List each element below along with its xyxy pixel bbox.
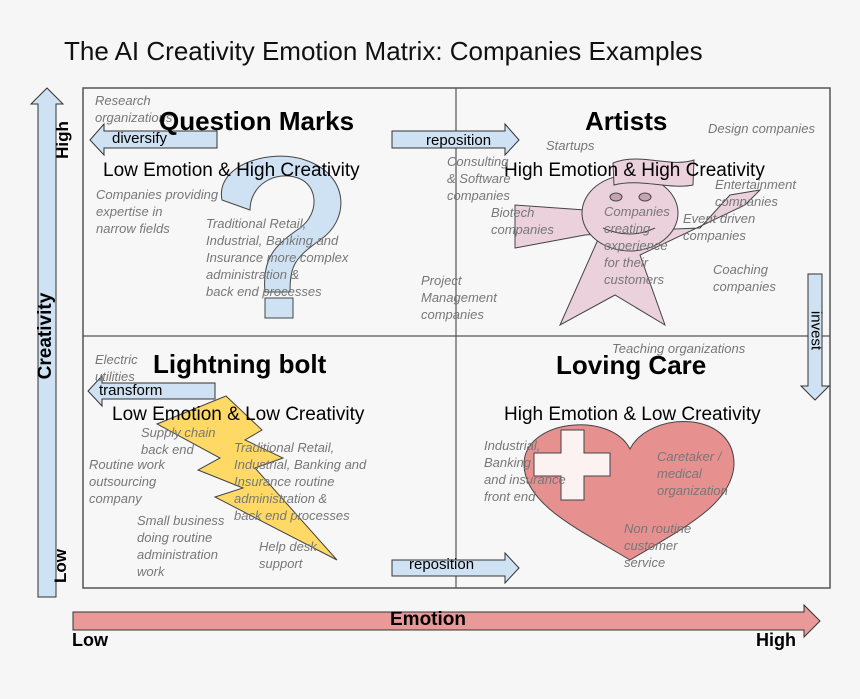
note-project-management: Project Management companies [421, 273, 497, 322]
note-traditional-routine: Traditional Retail, Industrial, Banking … [234, 440, 367, 523]
note-research: Research organizations [95, 93, 173, 125]
quadrant-title-lightning-bolt: Lightning bolt [153, 349, 327, 379]
quadrant-title-question-marks: Question Marks [159, 106, 355, 136]
note-teaching: Teaching organizations [612, 341, 746, 356]
note-startups: Startups [546, 138, 595, 153]
x-axis-high: High [756, 630, 796, 650]
x-axis-low: Low [72, 630, 108, 650]
note-non-routine: Non routine customer service [624, 521, 692, 570]
transform-label: transform [99, 382, 163, 399]
lightning-bolt-icon [155, 395, 338, 561]
y-axis-label: Creativity [35, 292, 56, 380]
note-small-business: Small business doing routine administrat… [137, 513, 225, 579]
note-electric: Electric utilities [95, 352, 138, 384]
note-design: Design companies [708, 121, 815, 136]
question-mark-dot [264, 297, 294, 319]
quadrant-title-artists: Artists [585, 106, 668, 136]
quadrant-subtitle-question-marks: Low Emotion & High Creativity [103, 160, 360, 181]
y-axis-low: Low [51, 549, 70, 583]
note-supply-chain: Supply chain back end [141, 425, 216, 457]
invest-label: invest [807, 310, 825, 351]
medical-cross-icon [533, 429, 611, 501]
note-biotech: Biotech companies [491, 205, 554, 237]
note-experience: Companies creating experience for their … [604, 204, 670, 287]
reposition-top-label: reposition [426, 132, 492, 149]
note-help-desk: Help desk support [259, 539, 317, 571]
figure-hat [612, 158, 695, 187]
x-axis-label: Emotion [390, 609, 466, 630]
diversify-arrow [89, 122, 218, 157]
invest-arrow [799, 273, 831, 401]
note-routine-outsourcing: Routine work outsourcing company [89, 457, 165, 506]
reposition-bottom-label: reposition [409, 556, 475, 573]
quadrant-subtitle-artists: High Emotion & High Creativity [504, 160, 765, 181]
transform-arrow [87, 374, 216, 408]
note-consulting: Consulting & Software companies [447, 154, 511, 203]
reposition-top-arrow [391, 122, 520, 157]
quadrant-subtitle-lightning-bolt: Low Emotion & Low Creativity [112, 404, 365, 425]
figure-eye-right [638, 192, 652, 202]
note-traditional-complex: Traditional Retail, Industrial, Banking … [206, 216, 349, 299]
emotion-axis-arrow [72, 603, 821, 639]
quadrant-subtitle-loving-care: High Emotion & Low Creativity [504, 404, 761, 425]
note-front-end: Industrial, Banking and insurance front … [484, 438, 566, 504]
note-event-driven: Event driven companies [683, 211, 756, 243]
figure-eye-left [609, 192, 623, 202]
y-axis-high: High [53, 121, 72, 159]
page-title: The AI Creativity Emotion Matrix: Compan… [64, 36, 703, 66]
quadrant-title-loving-care: Loving Care [556, 350, 707, 380]
question-mark-icon [220, 155, 342, 293]
note-expertise: Companies providing expertise in narrow … [96, 187, 219, 236]
figure-smile [602, 227, 656, 235]
star-figure-icon [514, 189, 762, 327]
diversify-label: diversify [112, 130, 168, 147]
reposition-bottom-arrow [391, 551, 520, 585]
note-caretaker: Caretaker / medical organization [657, 449, 728, 498]
creativity-axis-arrow [29, 87, 65, 598]
note-entertainment: Entertainment companies [715, 177, 796, 209]
note-coaching: Coaching companies [713, 262, 776, 294]
